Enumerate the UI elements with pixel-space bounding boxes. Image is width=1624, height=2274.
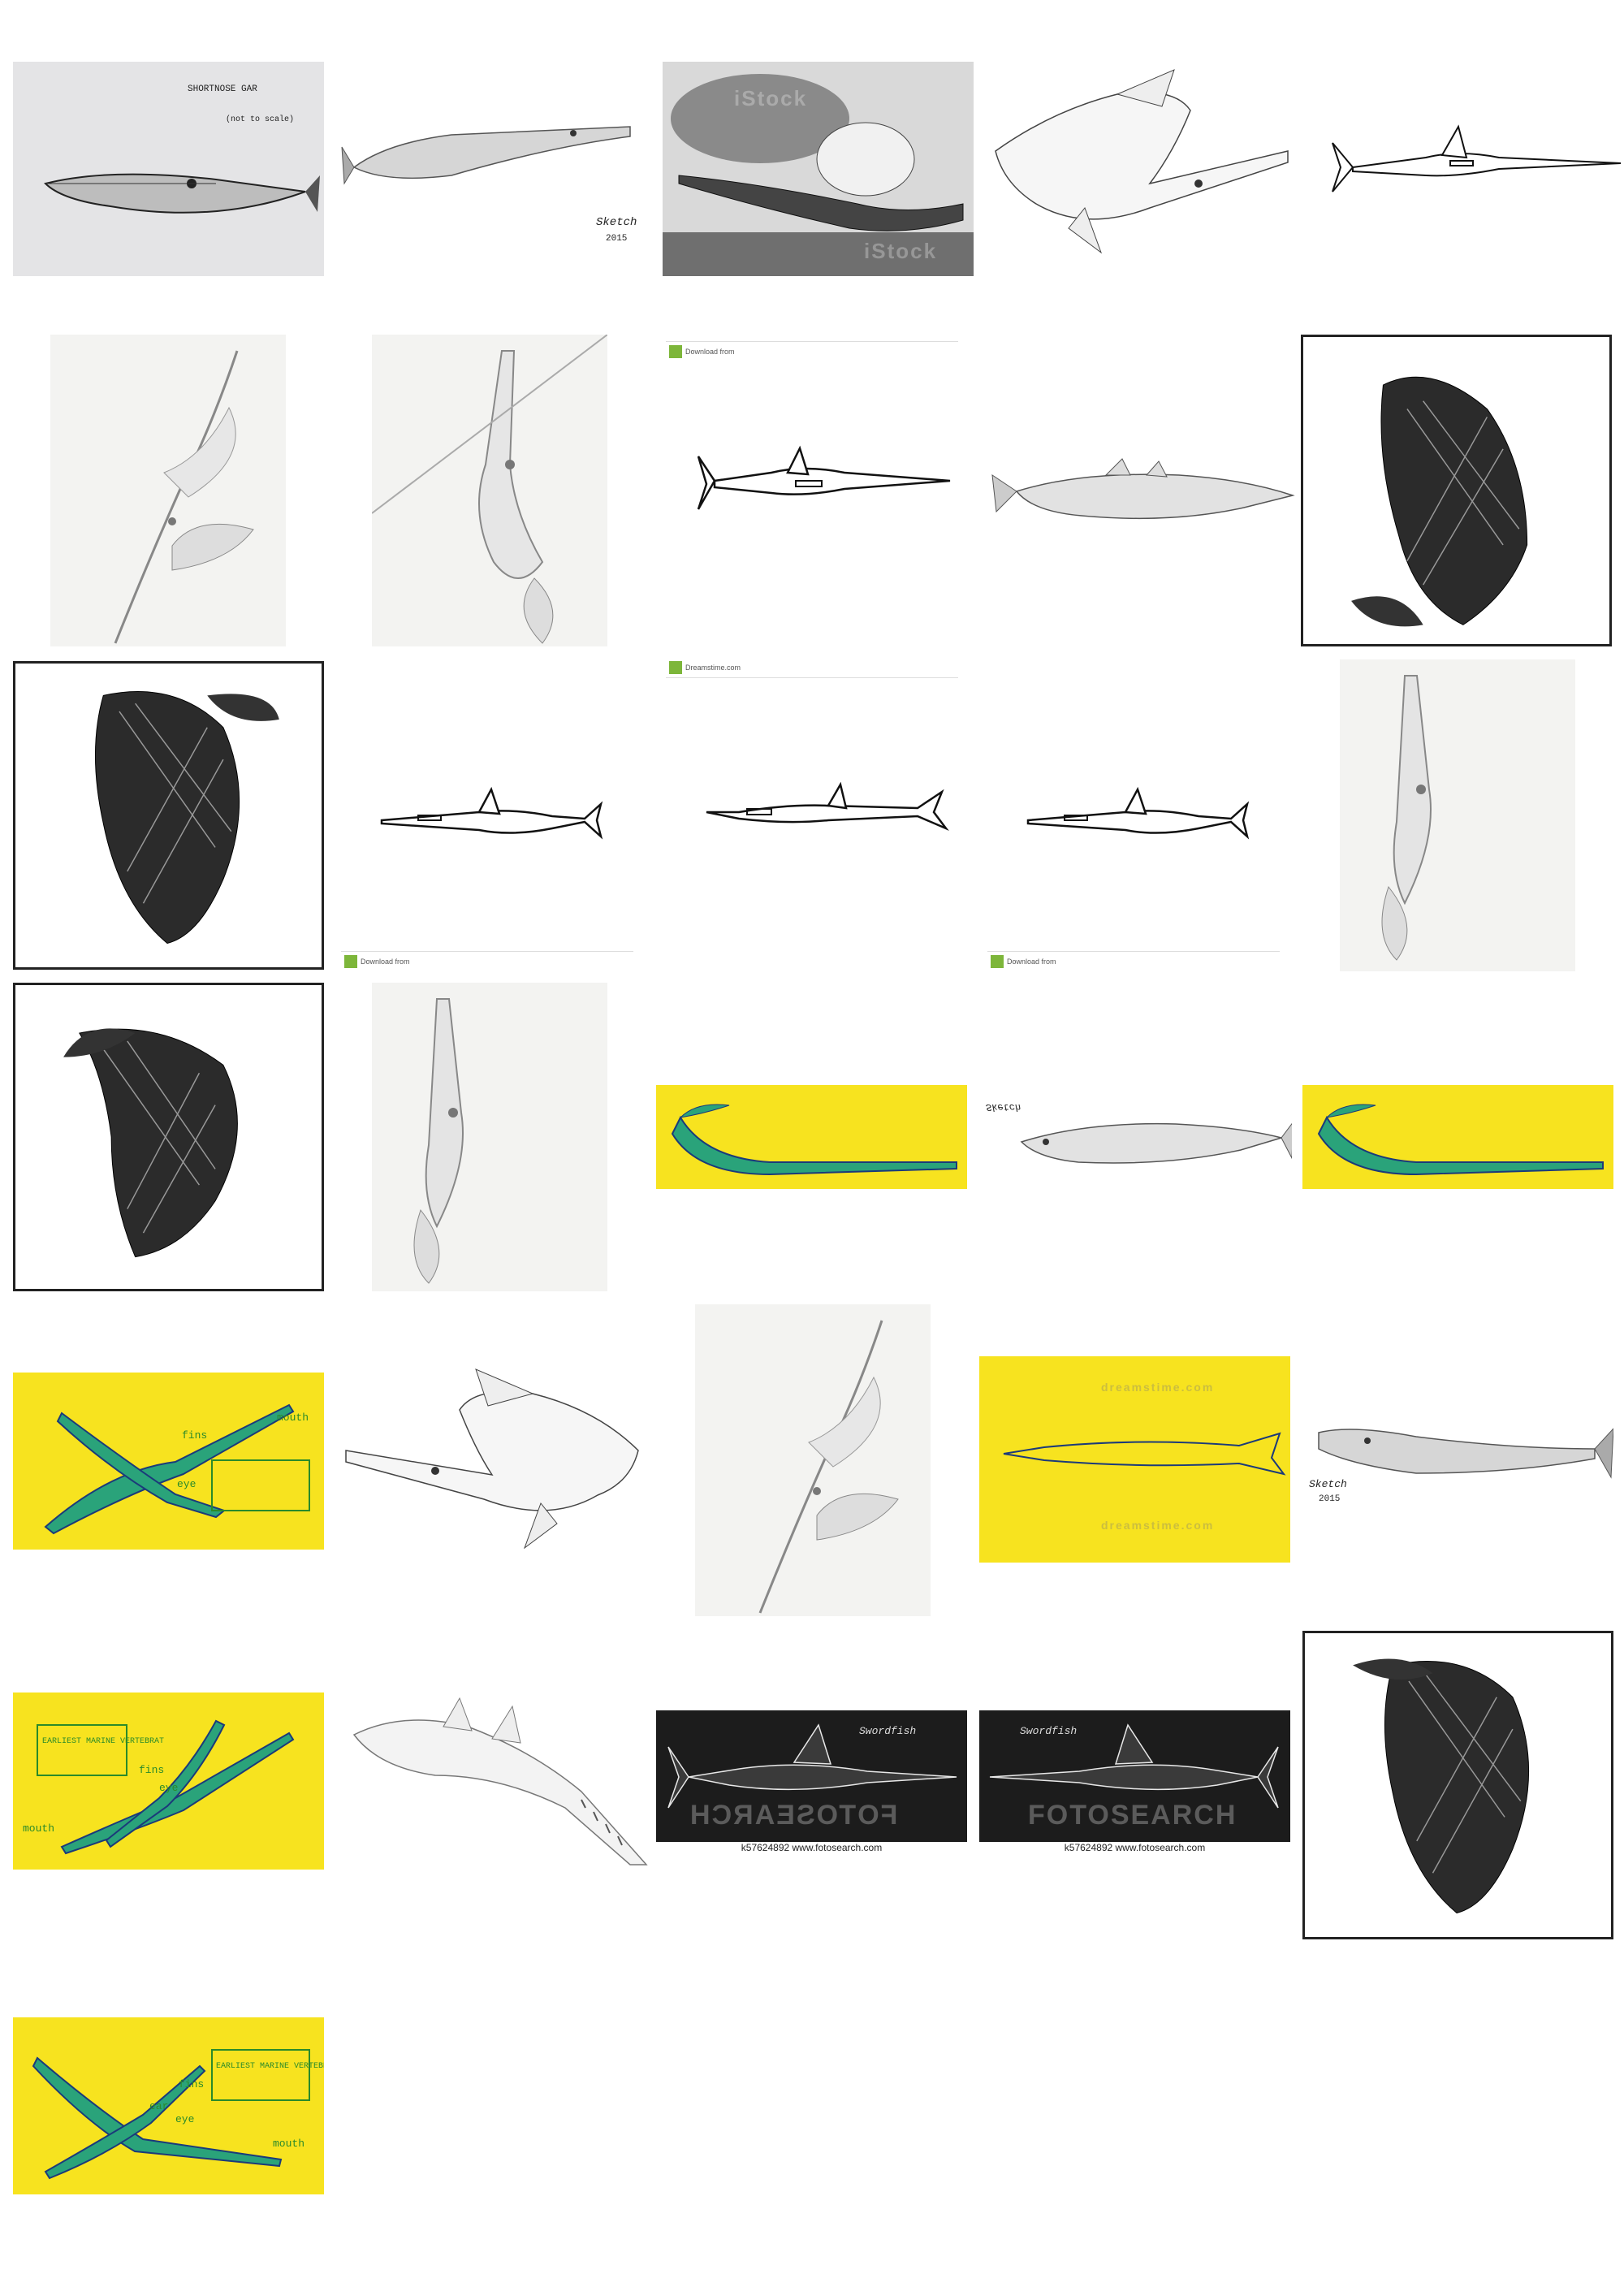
label-fins: fins bbox=[139, 1764, 165, 1776]
label-fins: fins bbox=[179, 2078, 205, 2090]
plesiosaur-illustration bbox=[37, 1719, 295, 1855]
dreamstime-strip: Download from bbox=[341, 951, 633, 971]
result-gar-skeleton-sketch[interactable] bbox=[338, 1686, 649, 1874]
box-text: EARLIEST MARINE VERTEBRAT bbox=[42, 1737, 165, 1746]
label-eye: eye bbox=[177, 1478, 197, 1490]
result-swordfish-fotosearch-2[interactable]: FOTOSEARCH Swordfish bbox=[979, 1710, 1290, 1842]
swordfish-label: Swordfish bbox=[1020, 1725, 1078, 1737]
watermark: iStock bbox=[864, 239, 938, 263]
gar-illustration bbox=[1317, 1104, 1604, 1176]
result-gar-crosshatch-4[interactable] bbox=[1302, 1631, 1613, 1939]
caption-title: SHORTNOSE GAR bbox=[188, 84, 257, 94]
box-text: EARLIEST MARINE VERTEBRAT bbox=[216, 2062, 324, 2071]
result-gar-yellow-outline[interactable]: dreamstime.com dreamstime.com bbox=[979, 1356, 1290, 1563]
gar-illustration bbox=[1318, 1428, 1613, 1479]
plesiosaur-illustration bbox=[32, 2049, 310, 2180]
signature-year: 2015 bbox=[606, 234, 628, 244]
result-gar-sketch-signed[interactable]: Sketch 2015 bbox=[338, 62, 649, 276]
gar-illustration bbox=[671, 1104, 957, 1176]
gar-illustration bbox=[352, 1697, 648, 1865]
dreamstime-strip: Dreamstime.com bbox=[666, 658, 958, 678]
label-mouth: mouth bbox=[277, 1412, 309, 1424]
label-eye: eye bbox=[175, 2113, 195, 2125]
result-swordfish-simple[interactable] bbox=[1312, 62, 1623, 276]
gar-illustration bbox=[995, 69, 1289, 254]
result-gar-sketch-signed-3[interactable]: Sketch 2015 bbox=[1302, 1400, 1613, 1522]
result-gar-crosshatch-2[interactable] bbox=[13, 661, 324, 970]
watermark: dreamstime.com bbox=[1101, 1519, 1215, 1532]
result-gar-spotted-drawing[interactable] bbox=[987, 62, 1298, 276]
fotosearch-footer: k57624892 www.fotosearch.com bbox=[1064, 1842, 1206, 1853]
result-gar-crosshatch-3[interactable] bbox=[13, 983, 324, 1291]
signature: Sketch bbox=[986, 1101, 1021, 1113]
result-gar-yellow-1[interactable] bbox=[656, 1085, 967, 1189]
result-plesiosaur-yellow-2[interactable]: EARLIEST MARINE VERTEBRAT fins eye mouth bbox=[13, 1693, 324, 1870]
result-plesiosaur-yellow-3[interactable]: EARLIEST MARINE VERTEBRAT fins ear eye m… bbox=[13, 2017, 324, 2194]
result-gar-sketch-signed-2[interactable]: Sketch bbox=[981, 1085, 1292, 1189]
gar-illustration bbox=[758, 1320, 899, 1614]
fotosearch-footer: k57624892 www.fotosearch.com bbox=[741, 1842, 883, 1853]
caption-sub: (not to scale) bbox=[226, 115, 295, 124]
gar-illustration bbox=[372, 335, 607, 644]
gar-illustration bbox=[95, 690, 279, 945]
result-gar-pencil-photo-1[interactable] bbox=[50, 335, 286, 646]
result-gar-istock[interactable]: iStock iStock bbox=[663, 62, 974, 276]
result-gar-crosshatch-1[interactable] bbox=[1301, 335, 1612, 646]
label-fins: fins bbox=[182, 1429, 208, 1442]
label-ear: ear bbox=[149, 2100, 169, 2112]
gar-illustration bbox=[413, 998, 464, 1284]
result-swordfish-dreamstime-flipped-2[interactable]: Dreamstime.com bbox=[666, 658, 958, 971]
label-mouth: mouth bbox=[273, 2138, 305, 2150]
result-gar-pencil-photo-5[interactable] bbox=[695, 1304, 931, 1616]
gar-illustration bbox=[991, 458, 1295, 520]
result-swordfish-dreamstime-1[interactable]: Download from bbox=[341, 715, 633, 971]
gar-illustration bbox=[663, 62, 974, 276]
gar-illustration bbox=[341, 126, 631, 185]
dreamstime-strip: Download from bbox=[987, 951, 1280, 971]
watermark: FOTOSEARCH bbox=[689, 1800, 898, 1831]
result-swordfish-fotosearch-1[interactable]: FOTOSEARCH Swordfish bbox=[656, 1710, 967, 1842]
swordfish-illustration bbox=[1332, 124, 1622, 192]
gar-illustration bbox=[1353, 1658, 1530, 1914]
gar-illustration bbox=[1351, 376, 1528, 627]
result-gar-pencil-photo-4[interactable] bbox=[372, 983, 607, 1291]
watermark: iStock bbox=[734, 86, 808, 110]
signature: Sketch bbox=[596, 216, 637, 229]
gar-illustration bbox=[114, 350, 254, 644]
result-gar-pencil-photo-3[interactable] bbox=[1340, 659, 1575, 971]
plesiosaur-illustration bbox=[44, 1403, 310, 1535]
swordfish-illustration bbox=[989, 1723, 1279, 1809]
result-gar-yellow-2[interactable] bbox=[1302, 1085, 1613, 1189]
result-plesiosaur-yellow-1[interactable]: fins eye mouth bbox=[13, 1373, 324, 1550]
watermark: FOTOSEARCH bbox=[1028, 1800, 1237, 1831]
swordfish-label: Swordfish bbox=[859, 1725, 917, 1737]
signature-year: 2015 bbox=[1319, 1494, 1341, 1504]
watermark: dreamstime.com bbox=[1101, 1381, 1215, 1394]
result-gar-pencil-photo-2[interactable] bbox=[372, 335, 607, 646]
gar-illustration bbox=[63, 1028, 238, 1258]
result-swordfish-dreamstime-flipped-1[interactable]: Download from bbox=[666, 335, 958, 646]
gar-illustration bbox=[345, 1368, 639, 1550]
swordfish-illustration bbox=[697, 445, 951, 510]
swordfish-illustration bbox=[380, 786, 603, 840]
signature: Sketch bbox=[1309, 1478, 1347, 1490]
result-gar-engraving[interactable]: SHORTNOSE GAR (not to scale) bbox=[13, 62, 324, 276]
label-eye: eye bbox=[159, 1782, 179, 1794]
gar-illustration bbox=[44, 173, 320, 214]
swordfish-illustration bbox=[1026, 786, 1250, 840]
label-mouth: mouth bbox=[23, 1822, 55, 1835]
result-gar-spotted-drawing-2[interactable] bbox=[338, 1361, 649, 1561]
result-swordfish-dreamstime-2[interactable]: Download from bbox=[987, 715, 1280, 971]
gar-illustration bbox=[1020, 1122, 1292, 1164]
swordfish-illustration bbox=[706, 781, 949, 831]
result-gar-sketch-dorsal[interactable] bbox=[984, 439, 1301, 560]
swordfish-illustration bbox=[667, 1723, 957, 1809]
gar-illustration bbox=[1003, 1432, 1286, 1476]
dreamstime-strip: Download from bbox=[666, 341, 958, 361]
gar-illustration bbox=[1381, 675, 1432, 961]
